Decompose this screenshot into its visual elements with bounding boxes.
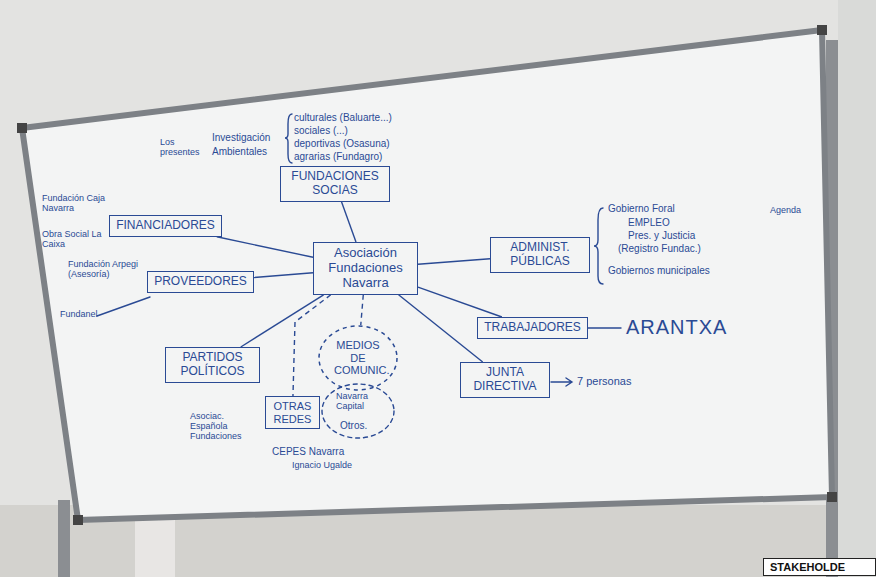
stakeholder-box: TRABAJADORES <box>477 317 588 339</box>
stakeholder-box: FINANCIADORES <box>109 215 222 237</box>
node-text: ADMINIST. PÚBLICAS <box>497 241 583 269</box>
member-type: culturales (Baluarte...) <box>294 112 392 123</box>
ellipse-outline <box>319 326 397 390</box>
stakeholder-box: FUNDACIONES SOCIAS <box>280 166 390 202</box>
node-text: FINANCIADORES <box>116 219 215 233</box>
entity-name: Fundación Arpegi (Asesoría) <box>68 260 146 280</box>
bracket <box>594 208 603 284</box>
stakeholder-box: PROVEEDORES <box>147 271 254 293</box>
entity-name: (Registro Fundac.) <box>618 243 701 254</box>
stand-leg <box>58 500 70 577</box>
stakeholder-box: JUNTA DIRECTIVA <box>460 362 550 398</box>
connector <box>341 202 356 242</box>
node-text: Asociación Fundaciones Navarra <box>320 246 411 291</box>
node-text: JUNTA DIRECTIVA <box>467 366 543 394</box>
leader-arrow <box>551 378 572 386</box>
note: Ambientales <box>212 146 267 157</box>
node-text: PARTIDOS POLÍTICOS <box>172 351 253 379</box>
entity-name: Pres. y Justicia <box>628 230 695 241</box>
member-type: deportivas (Osasuna) <box>294 138 390 149</box>
dashed-group <box>322 384 394 438</box>
connector <box>361 295 364 325</box>
connector <box>418 287 502 317</box>
connector <box>254 273 313 278</box>
entity-name: Fundanel <box>60 310 98 320</box>
entity-name: Gobierno Foral <box>608 203 675 214</box>
entity-name: Asociac. Española Fundaciones <box>190 412 256 442</box>
entity-name: CEPES Navarra <box>272 446 344 457</box>
connector <box>418 259 490 265</box>
entity-name: Gobiernos municipales <box>608 265 710 276</box>
board-corner <box>817 25 827 35</box>
board-corner <box>73 515 83 525</box>
connector <box>293 295 331 396</box>
stakeholder-box: PARTIDOS POLÍTICOS <box>165 347 260 383</box>
node-text: MEDIOS DE COMUNIC. <box>334 339 382 377</box>
connector <box>217 237 313 257</box>
connector <box>399 295 483 362</box>
note: Investigación <box>212 132 270 143</box>
member-type: agrarias (Fundagro) <box>294 151 382 162</box>
node-text: TRABAJADORES <box>484 321 581 335</box>
cloth <box>135 520 175 577</box>
entity-name: Navarra Capital <box>336 392 382 412</box>
node-text: FUNDACIONES SOCIAS <box>287 170 383 198</box>
stakeholder-ellipse: MEDIOS DE COMUNIC. <box>318 325 398 391</box>
leader-line <box>588 327 621 328</box>
node-text: PROVEEDORES <box>154 275 247 289</box>
note: Los presentes <box>160 138 210 158</box>
leader-line <box>97 297 150 316</box>
stakeholder-box: ADMINIST. PÚBLICAS <box>490 237 590 273</box>
wall-corner <box>838 0 876 577</box>
note: Agenda <box>770 206 801 216</box>
tab-label: STAKEHOLDE <box>763 558 876 576</box>
note: 7 personas <box>577 375 631 387</box>
entity-name: Obra Social La Caixa <box>42 230 106 250</box>
whiteboard <box>22 30 832 520</box>
central-box: Asociación Fundaciones Navarra <box>313 242 418 295</box>
board-corner <box>17 123 27 133</box>
person-name: ARANTXA <box>626 316 727 338</box>
connector <box>241 295 324 347</box>
member-type: sociales (...) <box>294 125 348 136</box>
entity-name: Otros. <box>340 420 367 431</box>
stakeholder-box: OTRAS REDES <box>265 396 320 429</box>
board-corner <box>827 492 837 502</box>
person-name: Ignacio Ugalde <box>292 461 352 471</box>
node-text: OTRAS REDES <box>272 400 313 425</box>
bracket <box>285 114 292 163</box>
entity-name: Fundación Caja Navarra <box>42 194 108 214</box>
entity-name: EMPLEO <box>628 217 670 228</box>
